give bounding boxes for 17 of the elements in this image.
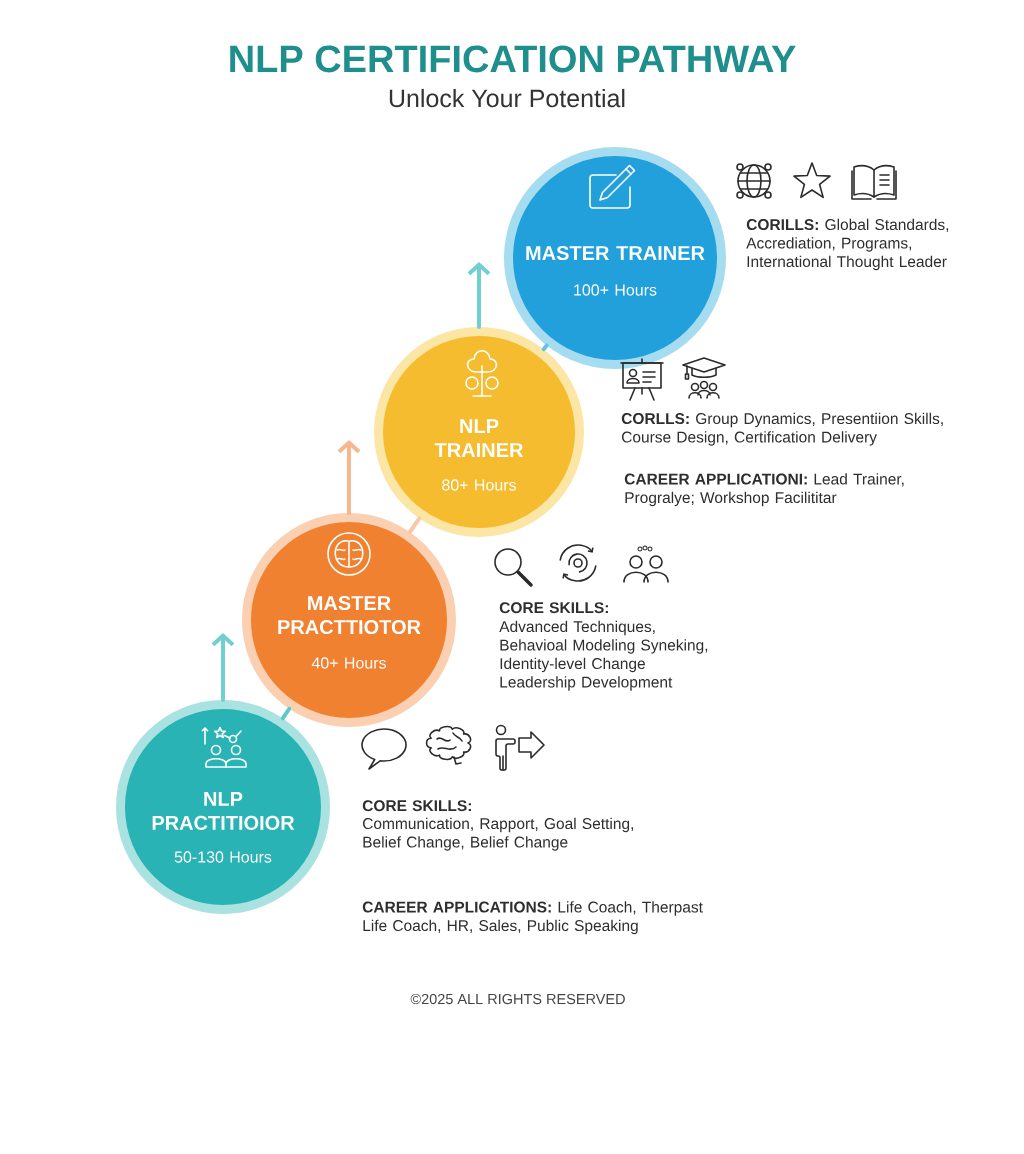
title: NLP CERTIFICATION PATHWAY — [230, 45, 796, 73]
description-text: CAREER APPLICATIONI: Lead Trainer, Progralye; Workshop Facilititar — [624, 473, 904, 507]
arrow — [337, 440, 361, 515]
connector-line — [280, 706, 292, 721]
arrow — [467, 262, 491, 329]
section-heading: CORE SKILLS: — [499, 602, 608, 614]
copyright-text: ©2025 ALL RIGHTS RESERVED — [410, 993, 625, 1005]
subtitle: Unlock Your Potential — [389, 88, 625, 108]
description-text: Communication, Rapport, Goal Setting, Belief Change, Belief Change — [363, 817, 633, 851]
description-text: CORILLS: Global Standards, Accrediation, Programs, International Thought Leader — [746, 218, 949, 271]
description-text: Advanced Techniques, Behavioal Modeling Syneking, Identity-level Change Leadership Development — [499, 620, 708, 691]
section-heading: CORE SKILLS: — [362, 800, 471, 812]
arrow — [211, 633, 235, 702]
description-text: CAREER APPLICATIONS: Life Coach, Therpast Life Coach, HR, Sales, Public Speaking — [362, 901, 703, 935]
connector-line — [407, 516, 422, 534]
description-text: CORLLS: Group Dynamics, Presentiion Skills, Course Design, Certification Delivery — [621, 412, 943, 446]
connector-line — [541, 343, 549, 352]
